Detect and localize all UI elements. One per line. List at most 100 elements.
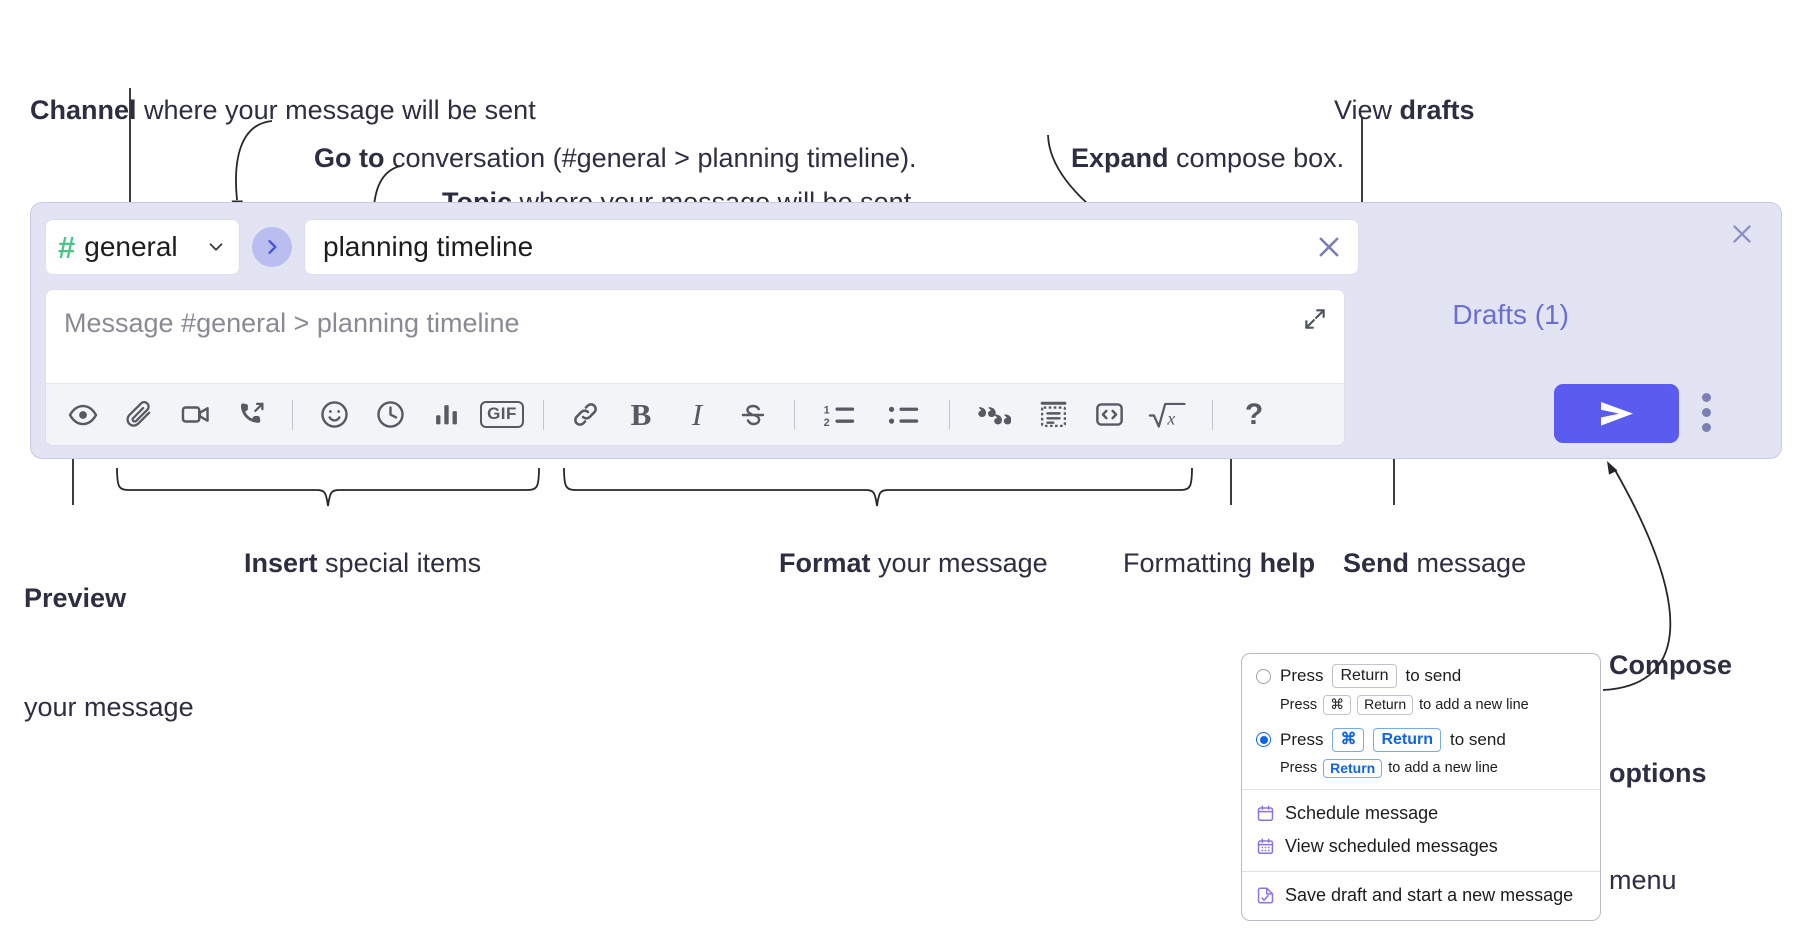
annotation-send-bold: Send — [1343, 548, 1410, 579]
help-label: ? — [1244, 397, 1264, 431]
annotation-insert: Insert special items — [214, 511, 481, 616]
menu-item-save-draft[interactable]: Save draft and start a new message — [1242, 879, 1600, 912]
blockquote-icon[interactable] — [966, 392, 1022, 438]
annotation-help: Formatting help — [1093, 511, 1315, 616]
key-return: Return — [1357, 695, 1414, 715]
annotation-preview-line2: your message — [24, 692, 194, 723]
gif-icon[interactable]: GIF — [477, 392, 527, 438]
formatting-toolbar: GIF B I — [46, 383, 1344, 445]
annotation-goto-bold: Go to — [314, 143, 385, 174]
send-option-cmd-return[interactable]: Press ⌘ Return to send Press Return to a… — [1242, 726, 1600, 790]
separator — [1212, 399, 1213, 430]
annotation-format-rest: your message — [870, 548, 1048, 579]
bulleted-list-icon[interactable] — [875, 392, 933, 438]
audio-call-icon[interactable] — [226, 392, 276, 438]
menu-item-view-scheduled[interactable]: View scheduled messages — [1242, 830, 1600, 863]
gif-label: GIF — [480, 401, 524, 428]
svg-text:x: x — [1166, 408, 1175, 428]
annotation-insert-rest: special items — [317, 548, 482, 579]
svg-text:2: 2 — [824, 416, 830, 428]
menu-item-schedule-message[interactable]: Schedule message — [1242, 797, 1600, 830]
key-return: Return — [1323, 758, 1383, 778]
dot — [1701, 407, 1711, 417]
compose-box: # general planning timeline Message #gen… — [30, 202, 1782, 459]
key-command: ⌘ — [1332, 727, 1365, 752]
compose-options-menu: Press Return to send Press ⌘ Return to a… — [1241, 653, 1601, 921]
calendar-grid-icon — [1256, 837, 1275, 856]
annotation-format-bold: Format — [779, 548, 871, 579]
option1-post: to send — [1405, 666, 1462, 685]
calendar-icon — [1256, 804, 1275, 823]
send-button[interactable] — [1554, 384, 1679, 443]
send-option-return[interactable]: Press Return to send Press ⌘ Return to a… — [1242, 654, 1600, 726]
menu-item-label: View scheduled messages — [1285, 836, 1498, 856]
link-icon[interactable] — [560, 392, 610, 438]
annotation-expand-bold: Expand — [1071, 143, 1169, 174]
option2-pre: Press — [1280, 729, 1324, 749]
italic-label: I — [691, 396, 703, 432]
option2-sub-post: to add a new line — [1388, 760, 1498, 777]
preview-icon[interactable] — [58, 392, 108, 438]
annotation-help-pre: Formatting — [1123, 548, 1260, 579]
strikethrough-icon[interactable] — [728, 392, 778, 438]
option2-hint: Press Return to add a new line — [1280, 758, 1586, 778]
radio-selected[interactable] — [1256, 732, 1271, 747]
compose-header-row: # general planning timeline — [45, 219, 1359, 275]
poll-icon[interactable] — [421, 392, 471, 438]
option1-hint: Press ⌘ Return to add a new line — [1280, 695, 1586, 715]
expand-icon[interactable] — [1298, 302, 1332, 336]
separator — [949, 399, 950, 430]
close-icon[interactable] — [1314, 232, 1344, 262]
option2-sub-pre: Press — [1280, 760, 1318, 777]
option1-sub-pre: Press — [1280, 696, 1318, 713]
annotation-channel-rest: where your message will be sent — [136, 95, 536, 126]
topic-input[interactable]: planning timeline — [304, 219, 1359, 275]
key-command: ⌘ — [1323, 695, 1352, 715]
compose-options-button[interactable] — [1689, 391, 1723, 433]
message-input-area[interactable]: Message #general > planning timeline — [45, 289, 1345, 446]
schedule-group: Schedule message View scheduled messages — [1242, 790, 1600, 871]
attachment-icon[interactable] — [114, 392, 164, 438]
message-placeholder: Message #general > planning timeline — [64, 308, 520, 338]
help-icon[interactable]: ? — [1229, 392, 1279, 438]
radio-unselected[interactable] — [1256, 668, 1271, 684]
svg-text:1: 1 — [824, 404, 830, 416]
code-block-icon[interactable] — [1028, 392, 1078, 438]
close-icon[interactable] — [1725, 217, 1759, 251]
annotation-preview-bold: Preview — [24, 583, 127, 614]
dot — [1701, 392, 1711, 402]
annotation-goto-rest: conversation (#general > planning timeli… — [384, 143, 917, 174]
key-return: Return — [1373, 727, 1442, 752]
channel-picker[interactable]: # general — [45, 219, 240, 275]
separator — [292, 399, 293, 430]
drafts-link[interactable]: Drafts (1) — [1452, 299, 1569, 330]
ordered-list-icon[interactable]: 1 2 — [811, 392, 869, 438]
bold-icon[interactable]: B — [616, 392, 666, 438]
clock-icon[interactable] — [365, 392, 415, 438]
goto-conversation-button[interactable] — [252, 227, 292, 267]
divider — [1242, 871, 1600, 872]
annotation-send-rest: message — [1409, 548, 1527, 579]
code-icon[interactable] — [1084, 392, 1134, 438]
annotation-help-bold: help — [1259, 548, 1316, 579]
annotation-channel-bold: Channel — [30, 95, 137, 126]
menu-item-label: Save draft and start a new message — [1285, 885, 1574, 905]
divider — [1242, 789, 1600, 790]
annotation-format: Format your message — [749, 511, 1048, 616]
channel-name: general — [84, 231, 178, 262]
separator — [543, 399, 544, 430]
menu-item-label: Schedule message — [1285, 803, 1439, 823]
emoji-icon[interactable] — [309, 392, 359, 438]
dot — [1701, 422, 1711, 432]
annotation-drafts-pre: View — [1334, 95, 1400, 126]
annotation-compose-options-bold1: Compose — [1609, 649, 1733, 680]
annotation-goto: Go to conversation (#general > planning … — [284, 106, 917, 211]
annotation-compose-options-rest: menu — [1609, 865, 1677, 896]
hash-icon: # — [58, 229, 76, 265]
annotation-send: Send message — [1313, 511, 1526, 616]
math-icon[interactable]: x — [1140, 392, 1196, 438]
annotation-compose-options-bold2: options — [1609, 757, 1707, 788]
italic-icon[interactable]: I — [672, 392, 722, 438]
video-icon[interactable] — [170, 392, 220, 438]
chevron-down-icon — [205, 236, 227, 258]
